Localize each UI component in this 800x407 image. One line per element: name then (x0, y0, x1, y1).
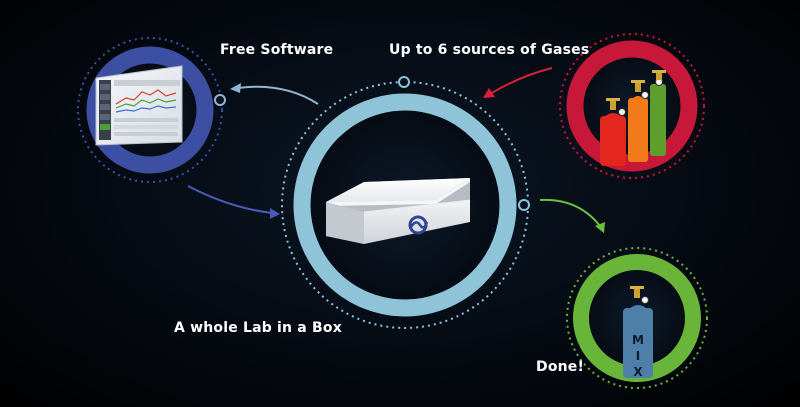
arrow-head-gases (483, 88, 495, 98)
label-done: Done! (536, 359, 585, 375)
mix-cylinder-icon: M I X (623, 286, 653, 379)
mix-letter-x: X (633, 365, 643, 379)
mix-letter-i: I (636, 349, 640, 363)
arrow-lab-to-software (237, 85, 319, 105)
label-gas-sources: Up to 6 sources of Gases (389, 42, 590, 58)
arrow-lab-to-done (539, 198, 601, 227)
software-screen-icon (95, 65, 183, 146)
arrow-gases-to-lab (489, 67, 553, 95)
arrow-head-lab (270, 208, 280, 219)
mix-letter-m: M (632, 333, 644, 347)
arrow-head-software (230, 83, 241, 93)
device-logo-icon (408, 215, 429, 235)
arrow-software-to-lab (187, 185, 273, 214)
label-lab-in-a-box: A whole Lab in a Box (174, 320, 342, 336)
arrow-head-done (595, 222, 605, 233)
label-free-software: Free Software (220, 42, 334, 58)
gas-cylinders-icon (600, 70, 666, 166)
lab-box-device-icon (326, 178, 471, 244)
